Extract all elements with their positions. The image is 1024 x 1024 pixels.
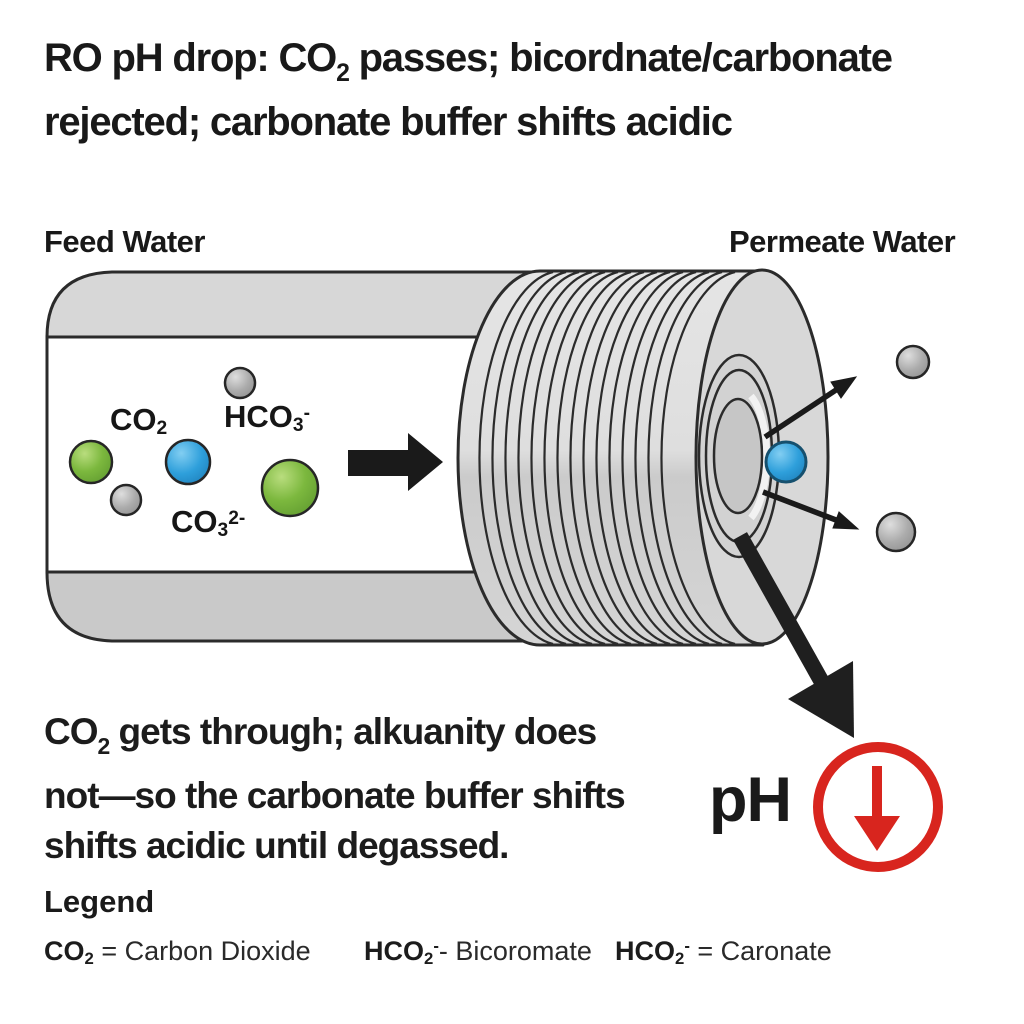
co3-formula-label: CO32-: [171, 504, 246, 541]
co2-molecule-green: [68, 439, 114, 485]
page-title-line1: RO pH drop: CO2 passes; bicordnate/carbo…: [44, 36, 893, 87]
permeate-arrow-down: [762, 489, 837, 523]
legend-carbonate-formula: HCO2-: [615, 936, 690, 968]
membrane-element: [456, 268, 830, 647]
legend-item-bicarbonate: HCO2-- Bicoromate: [364, 936, 592, 968]
ph-down-indicator-icon: [813, 742, 943, 872]
ph-label: pH: [709, 765, 792, 835]
permeate-arrow-down-head-icon: [832, 511, 860, 530]
permeate-arrow-up-head-icon: [830, 376, 858, 399]
carbonate-molecule-green: [260, 458, 320, 518]
legend-heading: Legend: [44, 884, 155, 919]
caption-line2: not—so the carbonate buffer shifts: [44, 775, 626, 816]
feed-molecules: [68, 366, 320, 518]
co2-formula-label: CO2: [110, 402, 168, 439]
membrane-wound-layers: [478, 270, 736, 646]
ion-molecule-gray: [109, 483, 143, 517]
permeate-arrow-up: [763, 387, 838, 440]
page-title: RO pH drop: CO2 passes; bicordnate/carbo…: [44, 34, 984, 147]
legend-co2-name: Carbon Dioxide: [124, 936, 311, 966]
caption-line3: shifts acidic until degassed.: [44, 825, 509, 866]
permeate-molecule-blue: [764, 440, 808, 484]
legend-item-co2: CO2 = Carbon Dioxide: [44, 936, 311, 968]
water-molecule-blue: [164, 438, 212, 486]
permeate-ion-gray-top: [895, 344, 931, 380]
permeate-water-label: Permeate Water: [729, 224, 956, 259]
feed-flow-arrow-icon: [348, 433, 443, 491]
permeate-arrows: [762, 376, 860, 530]
page-title-line2: rejected; carbonate buffer shifts acidic: [44, 99, 733, 144]
bicarbonate-molecule-gray: [223, 366, 257, 400]
caption-text: CO2 gets through; alkuanity does not—so …: [44, 707, 724, 871]
permeate-core-tube: [712, 397, 764, 515]
hco3-formula-label: HCO3-: [224, 399, 310, 436]
permeate-ion-gray-bottom: [875, 511, 917, 553]
legend-bicarbonate-formula: HCO2-: [364, 936, 439, 968]
legend-co2-formula: CO2: [44, 936, 94, 968]
legend-item-carbonate: HCO2- = Caronate: [615, 936, 832, 968]
ph-drop-arrow-icon: [733, 532, 854, 738]
legend-bicarbonate-name: Bicoromate: [455, 936, 592, 966]
caption-line1: CO2 gets through; alkuanity does: [44, 711, 597, 759]
legend-carbonate-name: Caronate: [720, 936, 832, 966]
feed-water-label: Feed Water: [44, 224, 205, 259]
feed-housing-bottom-wall: [45, 570, 562, 643]
